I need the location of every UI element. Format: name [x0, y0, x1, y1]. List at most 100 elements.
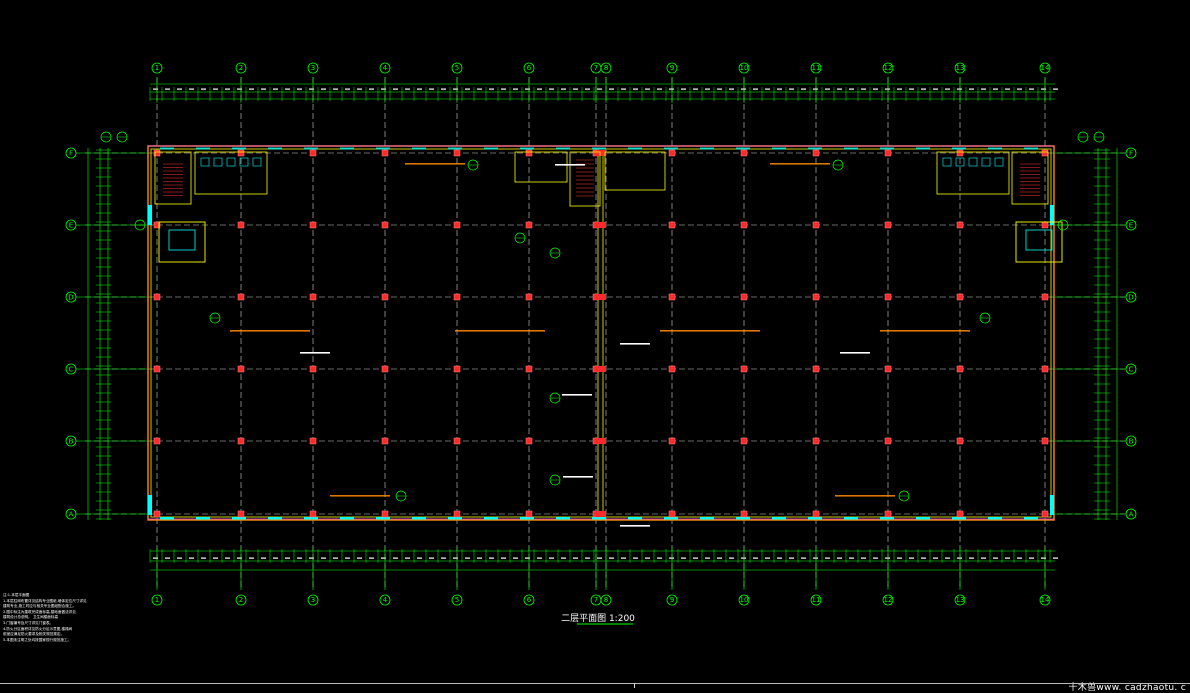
- toilet-fixture: [252, 157, 262, 167]
- structural-column: [740, 437, 748, 445]
- dimension-value-top: [657, 88, 662, 90]
- column-axis-bubble: [379, 62, 391, 74]
- elevator-car: [168, 229, 196, 251]
- dimension-value-bottom: [813, 557, 818, 559]
- dimension-value-top: [801, 88, 806, 90]
- structural-column: [668, 437, 676, 445]
- row-axis-label: E: [69, 222, 73, 230]
- room-label: [840, 352, 870, 354]
- toilet-fixture: [239, 157, 249, 167]
- dimension-value-top: [345, 88, 350, 90]
- status-bar-tick: [634, 683, 635, 688]
- structural-column: [884, 510, 892, 518]
- column-axis-bubble: [666, 594, 678, 606]
- dimension-value-bottom: [525, 557, 530, 559]
- structural-column: [453, 510, 461, 518]
- dimension-value-bottom: [237, 557, 242, 559]
- dimension-value-bottom: [165, 557, 170, 559]
- column-axis-bubble: [235, 594, 247, 606]
- column-axis-label: 1: [155, 64, 159, 72]
- plan-note-line: 2.图中标注为建筑完成面标高,楼地面做法详见: [3, 609, 76, 614]
- dimension-value-bottom: [561, 557, 566, 559]
- column-axis-label: 3: [311, 596, 315, 604]
- dimension-value-bottom: [669, 557, 674, 559]
- plan-note-line: 注:1.本层平面图: [3, 593, 30, 597]
- dimension-value-top: [537, 88, 542, 90]
- dimension-value-top: [753, 88, 758, 90]
- structural-column: [884, 221, 892, 229]
- row-axis-label: A: [69, 511, 74, 519]
- column-axis-label: 5: [455, 596, 459, 604]
- structural-column: [740, 365, 748, 373]
- dimension-value-bottom: [765, 557, 770, 559]
- dimension-value-bottom: [357, 557, 362, 559]
- column-axis-label: 5: [455, 64, 459, 72]
- dimension-value-bottom: [573, 557, 578, 559]
- structural-column: [237, 221, 245, 229]
- plan-note-line: 4.防火分区面积详见防火分区示意图,楼梯间: [3, 626, 73, 631]
- central-stair: [569, 151, 601, 207]
- dimension-value-top: [717, 88, 722, 90]
- toilet-fixture: [213, 157, 223, 167]
- window-bottom: [160, 517, 174, 520]
- dimension-value-top: [993, 88, 998, 90]
- window-top: [880, 147, 894, 150]
- dimension-value-bottom: [693, 557, 698, 559]
- room-label: [562, 394, 592, 396]
- dimension-value-top: [297, 88, 302, 90]
- dimension-value-bottom: [333, 557, 338, 559]
- dimension-value-top: [477, 88, 482, 90]
- structural-column: [1041, 221, 1049, 229]
- dimension-value-top: [1053, 88, 1058, 90]
- dimension-value-bottom: [273, 557, 278, 559]
- structural-column: [153, 437, 161, 445]
- dimension-value-top: [825, 88, 830, 90]
- dimension-value-top: [921, 88, 926, 90]
- structural-column: [309, 510, 317, 518]
- column-axis-label: 12: [884, 596, 893, 604]
- dimension-value-top: [177, 88, 182, 90]
- dimension-value-bottom: [537, 557, 542, 559]
- dimension-value-top: [561, 88, 566, 90]
- dimension-value-top: [441, 88, 446, 90]
- structural-column: [740, 221, 748, 229]
- structural-column: [884, 437, 892, 445]
- window-bottom: [556, 517, 570, 520]
- dimension-value-bottom: [285, 557, 290, 559]
- area-note: [660, 330, 760, 332]
- window: [148, 495, 152, 515]
- structural-column: [453, 149, 461, 157]
- dimension-value-bottom: [549, 557, 554, 559]
- column-axis-label: 10: [740, 596, 749, 604]
- dimension-value-bottom: [957, 557, 962, 559]
- dimension-value-bottom: [741, 557, 746, 559]
- structural-column: [525, 293, 533, 301]
- column-axis-bubble: [307, 62, 319, 74]
- row-axis-label: D: [1128, 294, 1133, 302]
- dimension-value-bottom: [177, 557, 182, 559]
- window-top: [268, 147, 282, 150]
- dimension-value-top: [969, 88, 974, 90]
- structural-column: [1041, 149, 1049, 157]
- structural-column: [668, 149, 676, 157]
- room-label: [555, 164, 585, 166]
- structural-column: [956, 510, 964, 518]
- dimension-value-bottom: [489, 557, 494, 559]
- stair-core: [1011, 151, 1049, 205]
- column-axis-bubble: [379, 594, 391, 606]
- structural-column: [381, 293, 389, 301]
- window-bottom: [484, 517, 498, 520]
- dimension-value-top: [237, 88, 242, 90]
- area-note: [230, 330, 310, 332]
- window-top: [628, 147, 642, 150]
- dimension-value-bottom: [861, 557, 866, 559]
- structural-column: [525, 149, 533, 157]
- structural-column: [309, 149, 317, 157]
- window-bottom: [196, 517, 210, 520]
- column-axis-label: 13: [956, 64, 965, 72]
- structural-column: [381, 437, 389, 445]
- structural-column: [884, 365, 892, 373]
- structural-column: [668, 365, 676, 373]
- structural-column: [453, 221, 461, 229]
